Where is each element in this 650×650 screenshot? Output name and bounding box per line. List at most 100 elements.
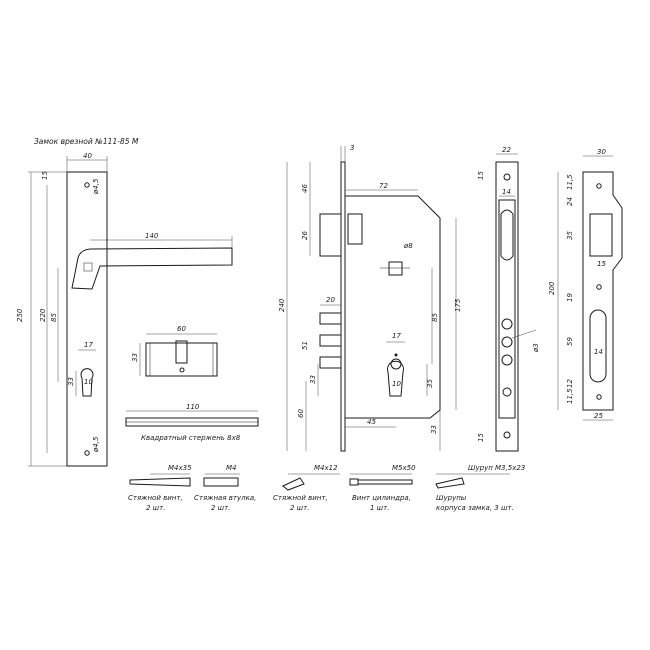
dim-faceplate-15-top: 15 bbox=[477, 171, 485, 180]
cylinder-hole bbox=[390, 358, 402, 370]
dim-plate-hole-bottom: ø4,5 bbox=[92, 436, 100, 453]
dim-body-33b: 33 bbox=[430, 425, 438, 434]
dim-plate-hole-top: ø4,5 bbox=[92, 178, 100, 195]
dim-body-60: 60 bbox=[297, 409, 305, 418]
svg-text:Шурупы: Шурупы bbox=[436, 494, 467, 502]
escutcheon-plate: 40 250 220 85 15 ø4,5 ø4,5 17 33 10 140 bbox=[16, 152, 233, 467]
faceplate-top-hole bbox=[503, 173, 511, 181]
dim-plate-height: 250 bbox=[16, 308, 24, 322]
dim-strike-35: 35 bbox=[566, 231, 574, 240]
faceplate-bottom-hole bbox=[503, 431, 511, 439]
svg-text:Шуруп М3,5х23: Шуруп М3,5х23 bbox=[468, 464, 525, 472]
svg-text:2 шт.: 2 шт. bbox=[290, 504, 309, 512]
svg-text:Стяжная втулка,: Стяжная втулка, bbox=[194, 494, 256, 502]
dim-strike-24: 24 bbox=[566, 197, 574, 206]
lock-body: 72 3 46 26 20 51 240 60 33 ø8 85 175 35 … bbox=[278, 144, 462, 452]
dim-body-240: 240 bbox=[278, 298, 286, 312]
dim-plate-cyl-17: 17 bbox=[84, 341, 93, 349]
deadbolt-3 bbox=[319, 356, 342, 369]
dim-body-35: 35 bbox=[426, 379, 434, 388]
svg-text:Винт цилиндра,: Винт цилиндра, bbox=[352, 494, 411, 502]
dim-body-175: 175 bbox=[454, 298, 462, 312]
dim-spindle-length: 110 bbox=[186, 403, 200, 411]
square-spindle: 110 Квадратный стержень 8х8 bbox=[125, 403, 259, 442]
dim-faceplate-22: 22 bbox=[502, 146, 511, 154]
faceplate-bolt-3 bbox=[501, 354, 513, 366]
latch-mechanism bbox=[347, 213, 363, 245]
svg-text:2 шт.: 2 шт. bbox=[211, 504, 230, 512]
part-screw-m4x12: M4x12 Стяжной винт, 2 шт. bbox=[273, 464, 340, 512]
cylinder-cutout bbox=[387, 360, 404, 397]
dim-strike-15: 15 bbox=[597, 260, 606, 268]
dim-plate-85: 85 bbox=[50, 313, 58, 322]
dim-body-20: 20 bbox=[326, 296, 335, 304]
dim-strike-115-top: 11,5 bbox=[566, 174, 574, 190]
plate-outline bbox=[66, 171, 108, 467]
spindle-label: Квадратный стержень 8х8 bbox=[141, 434, 241, 442]
svg-text:M4: M4 bbox=[226, 464, 237, 472]
dim-plate-cyl-33: 33 bbox=[67, 377, 75, 386]
dim-strike-19: 19 bbox=[566, 293, 574, 302]
plate-top-screw-hole bbox=[84, 182, 90, 188]
dim-spindle-sq: ø8 bbox=[403, 242, 413, 250]
spindle-hole bbox=[388, 261, 403, 276]
dim-strike-25: 25 bbox=[594, 412, 603, 420]
latch-bolt bbox=[319, 213, 342, 257]
dim-faceplate-14: 14 bbox=[502, 188, 511, 196]
dim-strike-115-bot: 11,5 bbox=[566, 388, 574, 404]
part-screw-m5x50: M5x50 Винт цилиндра, 1 шт. bbox=[349, 464, 416, 512]
dim-body-26: 26 bbox=[301, 231, 309, 240]
faceplate-outline bbox=[495, 161, 519, 452]
dim-faceplate-3: 3 bbox=[350, 144, 354, 152]
faceplate-side-view: 22 14 15 15 ø3 bbox=[477, 146, 540, 452]
strike-hole-2 bbox=[596, 284, 602, 290]
dim-strike-200: 200 bbox=[548, 281, 556, 295]
svg-text:Стяжной винт,: Стяжной винт, bbox=[273, 494, 328, 502]
dim-body-85: 85 bbox=[431, 313, 439, 322]
faceplate-bolt-1 bbox=[501, 318, 513, 330]
svg-text:M4x12: M4x12 bbox=[314, 464, 338, 472]
svg-text:M4x35: M4x35 bbox=[168, 464, 192, 472]
dim-handle-length: 140 bbox=[145, 232, 159, 240]
part-screw-m4x35: M4x35 Стяжной винт, 2 шт. bbox=[128, 464, 192, 512]
faceplate-bolt-2 bbox=[501, 336, 513, 348]
strike-outline bbox=[582, 171, 623, 411]
dim-body-46: 46 bbox=[301, 184, 309, 193]
part-sleeve-m4: M4 Стяжная втулка, 2 шт. bbox=[194, 464, 256, 512]
dim-body-33: 33 bbox=[309, 375, 317, 384]
part-wood-screw: Шуруп М3,5х23 Шурупы корпуса замка, 3 шт… bbox=[435, 464, 525, 512]
hardware-parts: M4x35 Стяжной винт, 2 шт. M4 Стяжная вту… bbox=[128, 464, 525, 512]
faceplate-screw bbox=[502, 387, 512, 397]
dim-plate-cyl-10: 10 bbox=[84, 378, 93, 386]
dim-cylinder-length: 60 bbox=[177, 325, 186, 333]
svg-text:1 шт.: 1 шт. bbox=[370, 504, 389, 512]
cylinder-screw-hole bbox=[179, 367, 185, 373]
dim-plate-220: 220 bbox=[39, 308, 47, 322]
euro-cylinder: 60 33 bbox=[131, 325, 218, 377]
deadbolt-2 bbox=[319, 334, 342, 347]
cylinder-body bbox=[145, 342, 218, 377]
strike-hole-3 bbox=[596, 394, 602, 400]
dim-body-cyl-10: 10 bbox=[392, 380, 401, 388]
dim-strike-59: 59 bbox=[566, 337, 574, 346]
dim-body-72: 72 bbox=[379, 182, 388, 190]
svg-text:корпуса замка, 3 шт.: корпуса замка, 3 шт. bbox=[436, 504, 514, 512]
strike-bolt-opening bbox=[589, 309, 607, 383]
handle-spindle-square bbox=[83, 262, 93, 272]
svg-text:M5x50: M5x50 bbox=[392, 464, 416, 472]
dim-body-45: 45 bbox=[367, 418, 376, 426]
dim-faceplate-hole: ø3 bbox=[532, 343, 540, 353]
dim-cylinder-height: 33 bbox=[131, 353, 139, 362]
dim-plate-top-15: 15 bbox=[41, 171, 49, 180]
svg-text:2 шт.: 2 шт. bbox=[146, 504, 165, 512]
dim-strike-14: 14 bbox=[594, 348, 603, 356]
drawing-title: Замок врезной №111-85 М bbox=[34, 137, 139, 146]
dim-plate-width: 40 bbox=[83, 152, 92, 160]
strike-plate: 30 25 200 11,5 24 35 15 19 59 14 12 11,5 bbox=[548, 148, 623, 421]
dim-strike-12: 12 bbox=[566, 379, 574, 388]
svg-text:Стяжной винт,: Стяжной винт, bbox=[128, 494, 183, 502]
lock-faceplate-edge bbox=[340, 161, 346, 452]
dim-body-cyl-17: 17 bbox=[392, 332, 401, 340]
